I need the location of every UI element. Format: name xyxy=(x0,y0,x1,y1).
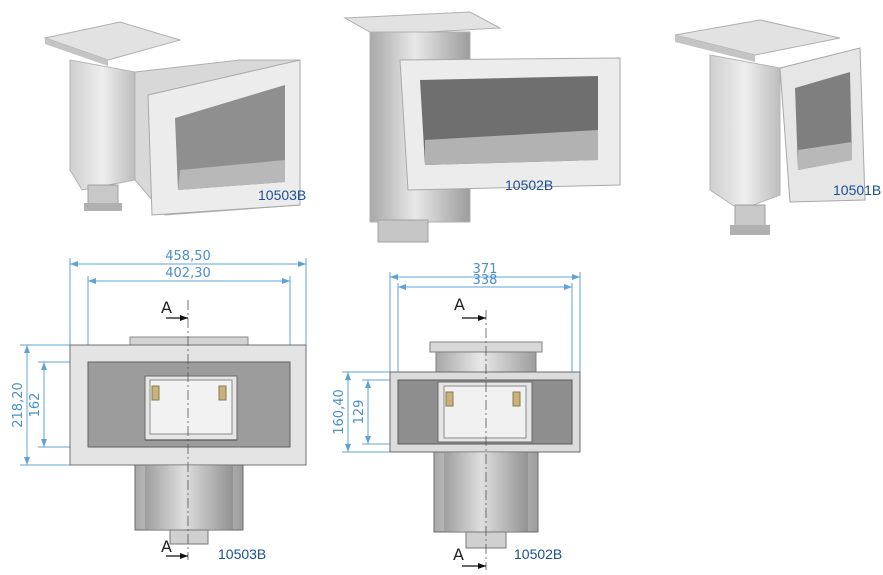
section-mark-top-10503B: A xyxy=(161,298,172,317)
dim-outer-height-10502B: 160,40 xyxy=(332,389,347,435)
product-render-10501B xyxy=(674,19,866,235)
dim-outer-height-10503B: 218,20 xyxy=(11,382,26,428)
section-mark-top-10502B: A xyxy=(454,295,465,314)
dim-outer-width-10503B: 458,50 xyxy=(165,249,211,264)
dim-inner-height-10503B: 162 xyxy=(28,393,43,418)
product-render-10502B xyxy=(343,11,621,243)
technical-drawing-10502B xyxy=(342,272,581,570)
drawing-code-10503B: 10503B xyxy=(218,546,266,562)
product-render-10503B xyxy=(43,21,301,216)
product-code-10501B: 10501B xyxy=(833,182,881,198)
product-code-10503B: 10503B xyxy=(258,187,306,203)
drawing-code-10502B: 10502B xyxy=(514,546,562,562)
dim-inner-width-10502B: 338 xyxy=(473,273,498,288)
section-mark-bottom-10503B: A xyxy=(161,537,172,556)
product-code-10502B: 10502B xyxy=(505,177,553,193)
dim-outer-width-10502B: 371 xyxy=(473,262,498,277)
section-mark-bottom-10502B: A xyxy=(453,545,464,564)
technical-drawing-10503B xyxy=(20,258,307,560)
dim-inner-height-10502B: 129 xyxy=(352,400,367,425)
dim-inner-width-10503B: 402,30 xyxy=(165,266,211,281)
